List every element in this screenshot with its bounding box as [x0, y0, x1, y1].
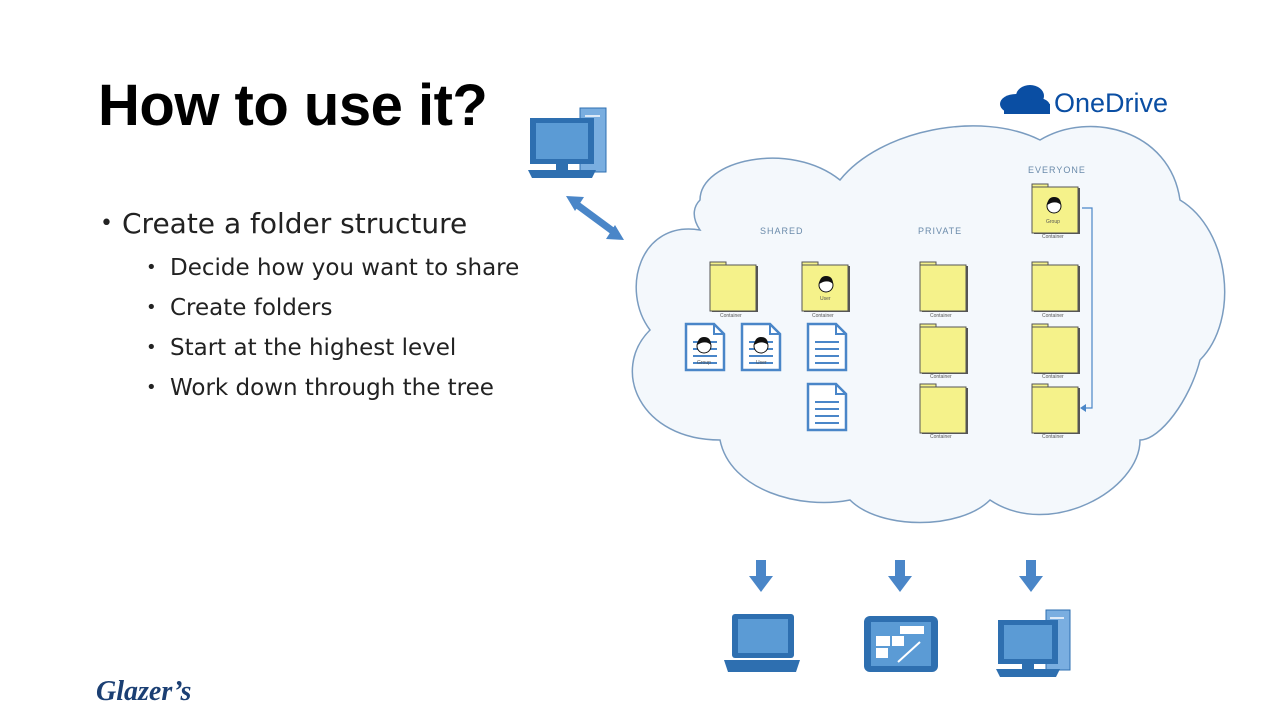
slide-title: How to use it?: [98, 73, 488, 138]
folder-caption: Container: [1042, 434, 1064, 440]
sub-bullet-item: Decide how you want to share: [100, 248, 519, 288]
onedrive-logo: OneDrive: [1000, 85, 1168, 118]
folder-caption: Container: [1042, 313, 1064, 319]
section-label-shared: SHARED: [760, 226, 804, 236]
section-label-private: PRIVATE: [918, 226, 962, 236]
user-icon: [753, 336, 769, 354]
bullet-item: Create a folder structure: [100, 200, 519, 248]
group-icon: [696, 336, 712, 354]
folder-caption: Container: [1042, 374, 1064, 380]
folder-icon: [1031, 261, 1081, 313]
folder-icon: [1031, 323, 1081, 375]
down-arrow-icon: [1019, 560, 1043, 592]
folder-icon: [919, 383, 969, 435]
folder-icon: [1031, 383, 1081, 435]
connector-arrowhead: [1080, 404, 1086, 412]
folder-caption: Container: [930, 313, 952, 319]
down-arrow-icon: [888, 560, 912, 592]
group-caption: Group: [1046, 219, 1060, 225]
group-icon: [1046, 196, 1062, 214]
folder-caption: Container: [1042, 234, 1064, 240]
folder-icon: [919, 323, 969, 375]
onedrive-cloud-icon: [1000, 85, 1050, 114]
section-label-everyone: EVERYONE: [1028, 165, 1086, 175]
user-icon: [818, 275, 834, 293]
folder-caption: Container: [720, 313, 742, 319]
sub-bullet-item: Create folders: [100, 288, 519, 328]
sub-bullet-item: Work down through the tree: [100, 368, 519, 408]
down-arrow-icon: [749, 560, 773, 592]
sub-bullet-item: Start at the highest level: [100, 328, 519, 368]
user-caption: User: [820, 296, 831, 302]
folder-caption: Container: [812, 313, 834, 319]
folder-icon: [709, 261, 759, 313]
onedrive-label: OneDrive: [1054, 88, 1168, 118]
tablet-icon: [864, 616, 938, 672]
group-caption: Group: [697, 360, 711, 366]
connector-line: [1082, 207, 1093, 409]
folder-caption: Container: [930, 374, 952, 380]
bullet-list: Create a folder structure Decide how you…: [100, 200, 519, 408]
computer-icon: [996, 609, 1071, 677]
folder-icon: [919, 261, 969, 313]
laptop-icon: [724, 614, 800, 672]
folder-caption: Container: [930, 434, 952, 440]
user-caption: User: [756, 360, 767, 366]
document-icon: [806, 382, 848, 432]
sync-arrow-icon: [566, 196, 624, 240]
company-logo: Glazer’s: [96, 676, 192, 707]
computer-icon: [528, 107, 607, 178]
document-icon: [806, 322, 848, 372]
